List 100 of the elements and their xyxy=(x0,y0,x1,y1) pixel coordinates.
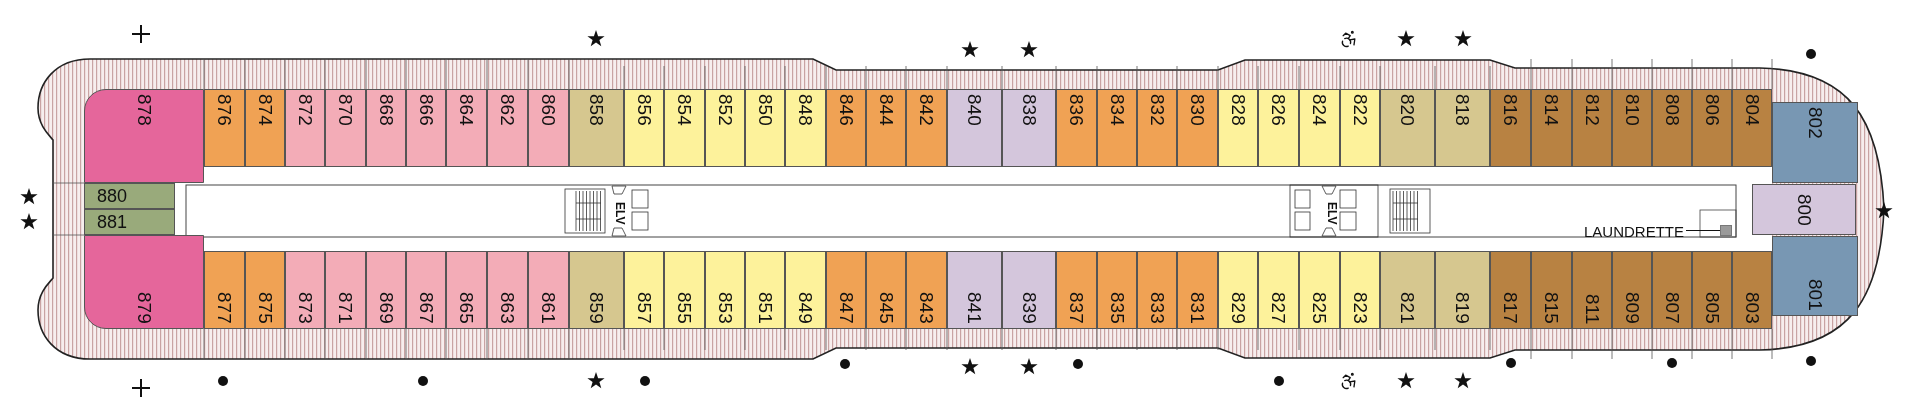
cabin xyxy=(826,89,866,167)
cabin xyxy=(785,251,826,329)
cabin-number: 814 xyxy=(1542,94,1561,126)
cabin xyxy=(285,89,325,167)
cabin xyxy=(866,89,906,167)
cabin-number: 867 xyxy=(416,292,436,324)
cabin xyxy=(1732,89,1772,167)
cabin xyxy=(1258,251,1299,329)
cabin xyxy=(1490,89,1531,167)
cabin xyxy=(1340,89,1380,167)
cabin-number: 876 xyxy=(215,94,234,126)
cabin xyxy=(1692,251,1732,329)
cabin-number: 803 xyxy=(1742,292,1762,324)
cabin-number: 811 xyxy=(1582,293,1602,324)
cabin-number: 805 xyxy=(1702,292,1722,324)
cabin-number: 863 xyxy=(498,292,517,324)
cabin-number: 809 xyxy=(1622,292,1642,324)
cabin-number: 829 xyxy=(1228,292,1248,324)
cabin-number: 825 xyxy=(1310,292,1329,324)
cabin-number: 838 xyxy=(1019,94,1039,126)
cabin-number: 869 xyxy=(376,292,396,324)
cabin xyxy=(84,183,175,209)
cabin-number: 836 xyxy=(1067,94,1086,126)
cabin-number: 880 xyxy=(97,187,128,205)
cabin-number: 877 xyxy=(215,292,234,324)
cabin-number: 862 xyxy=(498,94,517,126)
cabin-number: 878 xyxy=(134,94,154,126)
cabin-number: 801 xyxy=(1805,279,1825,311)
cabin xyxy=(1652,251,1692,329)
cabin xyxy=(325,89,366,167)
cabin-number: 827 xyxy=(1269,292,1288,324)
cabin xyxy=(1612,89,1652,167)
cabin-number: 842 xyxy=(917,94,936,126)
cabin-number: 815 xyxy=(1542,292,1561,324)
cabin-number: 872 xyxy=(295,94,315,126)
cabin-number: 870 xyxy=(336,94,355,126)
cabin-number: 812 xyxy=(1582,94,1602,126)
cabin xyxy=(947,89,1002,167)
cabin-number: 807 xyxy=(1662,292,1682,324)
cabin xyxy=(1732,251,1772,329)
cabin xyxy=(1752,184,1856,235)
cabin xyxy=(705,251,745,329)
cabin xyxy=(446,89,487,167)
cabin xyxy=(1531,251,1572,329)
cabin-number: 859 xyxy=(587,292,606,324)
cabin xyxy=(745,89,785,167)
cabin-number: 820 xyxy=(1398,94,1417,126)
cabin-number: 845 xyxy=(876,292,896,324)
cabin xyxy=(1772,236,1858,316)
cabin xyxy=(446,251,487,329)
cabin xyxy=(569,89,624,167)
cabin-number: 855 xyxy=(675,292,694,324)
cabin xyxy=(1612,251,1652,329)
cabin-number: 861 xyxy=(539,292,558,324)
cabin xyxy=(1490,251,1531,329)
cabin xyxy=(406,251,446,329)
cabin xyxy=(84,209,175,235)
cabin xyxy=(1435,89,1490,167)
cabin xyxy=(84,235,204,329)
cabin-number: 804 xyxy=(1742,94,1762,126)
elevator-label: ELV xyxy=(1326,202,1338,225)
cabin-number: 824 xyxy=(1310,94,1329,126)
cabin xyxy=(1137,89,1177,167)
cabin xyxy=(1056,251,1097,329)
cabin xyxy=(1097,251,1137,329)
cabin-number: 817 xyxy=(1501,292,1520,324)
cabin-number: 857 xyxy=(634,292,654,324)
cabin-number: 866 xyxy=(416,94,436,126)
cabin-number: 831 xyxy=(1188,292,1207,324)
cabin-number: 852 xyxy=(715,94,735,126)
cabin-number: 847 xyxy=(836,292,856,324)
cabin xyxy=(1299,251,1340,329)
cabin xyxy=(528,89,569,167)
cabin xyxy=(1380,251,1435,329)
cabin-number: 875 xyxy=(255,292,275,324)
cabin-number: 853 xyxy=(715,292,735,324)
cabin-number: 854 xyxy=(675,94,694,126)
cabin-number: 826 xyxy=(1269,94,1288,126)
cabin-number: 833 xyxy=(1147,292,1167,324)
cabin-number: 828 xyxy=(1228,94,1248,126)
cabin xyxy=(366,251,406,329)
cabin-number: 802 xyxy=(1805,107,1825,139)
cabin xyxy=(1097,89,1137,167)
cabin xyxy=(1056,89,1097,167)
cabin xyxy=(866,251,906,329)
cabin-number: 850 xyxy=(755,94,775,126)
cabin xyxy=(528,251,569,329)
cabin-number: 871 xyxy=(336,292,355,324)
cabin xyxy=(1177,89,1218,167)
cabin xyxy=(705,89,745,167)
cabin xyxy=(1531,89,1572,167)
elevator-label: ELV xyxy=(614,202,626,225)
cabin xyxy=(1340,251,1380,329)
cabin xyxy=(745,251,785,329)
cabin-number: 851 xyxy=(755,292,775,324)
cabin-number: 874 xyxy=(255,94,275,126)
cabin-number: 832 xyxy=(1147,94,1167,126)
cabin xyxy=(906,251,947,329)
cabin xyxy=(1002,89,1056,167)
cabin xyxy=(569,251,624,329)
